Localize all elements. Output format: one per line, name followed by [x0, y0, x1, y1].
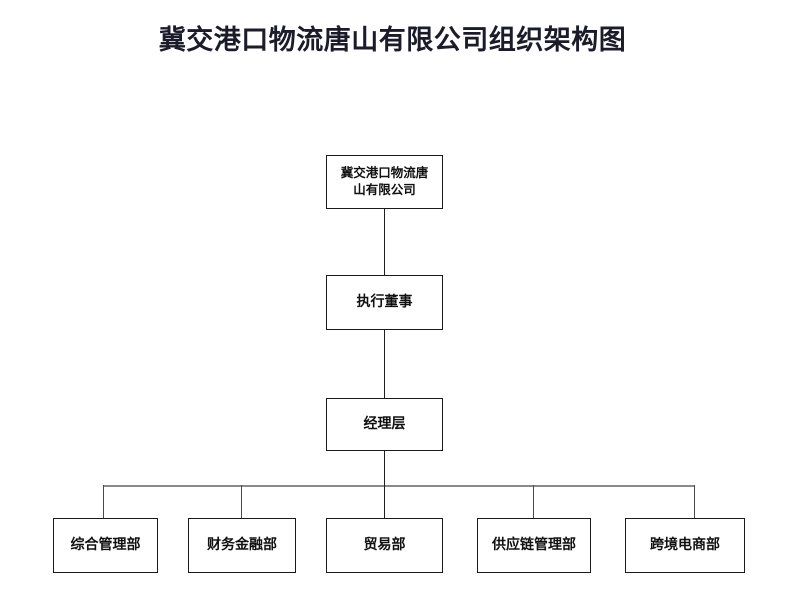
- org-node-company-label-line2: 山有限公司: [353, 183, 416, 197]
- org-node-executive-director-label: 执行董事: [356, 294, 413, 310]
- org-node-department-general-management[interactable]: 综合管理部: [53, 518, 158, 573]
- org-node-management-level-label: 经理层: [363, 416, 406, 432]
- org-node-company-label: 冀交港口物流唐 山有限公司: [327, 165, 442, 199]
- page-title: 冀交港口物流唐山有限公司组织架构图: [158, 25, 627, 55]
- org-node-department-label: 跨境电商部: [650, 537, 720, 553]
- org-node-executive-director[interactable]: 执行董事: [326, 275, 443, 330]
- connector-horizontal-bus: [103, 485, 695, 487]
- org-node-department-label: 供应链管理部: [492, 537, 576, 553]
- connector-management-to-bus: [384, 451, 386, 486]
- connector-bus-to-dept-2: [384, 485, 386, 518]
- org-node-department-label: 财务金融部: [207, 537, 277, 553]
- org-node-management-level[interactable]: 经理层: [326, 398, 443, 451]
- connector-bus-to-dept-1: [241, 485, 243, 518]
- connector-director-to-management: [384, 330, 386, 398]
- connector-bus-to-dept-0: [103, 485, 105, 518]
- connector-bus-to-dept-4: [694, 485, 696, 518]
- org-node-department-finance[interactable]: 财务金融部: [188, 518, 296, 573]
- org-node-department-label: 贸易部: [363, 537, 406, 553]
- connector-company-to-director: [384, 209, 386, 275]
- org-node-department-cross-border-ecommerce[interactable]: 跨境电商部: [625, 518, 745, 573]
- connector-bus-to-dept-3: [533, 485, 535, 518]
- org-node-department-supply-chain[interactable]: 供应链管理部: [477, 518, 591, 573]
- org-node-department-trade[interactable]: 贸易部: [326, 518, 443, 573]
- org-node-company-label-line1: 冀交港口物流唐: [340, 166, 429, 180]
- org-node-department-label: 综合管理部: [70, 537, 141, 553]
- org-node-company[interactable]: 冀交港口物流唐 山有限公司: [326, 155, 443, 209]
